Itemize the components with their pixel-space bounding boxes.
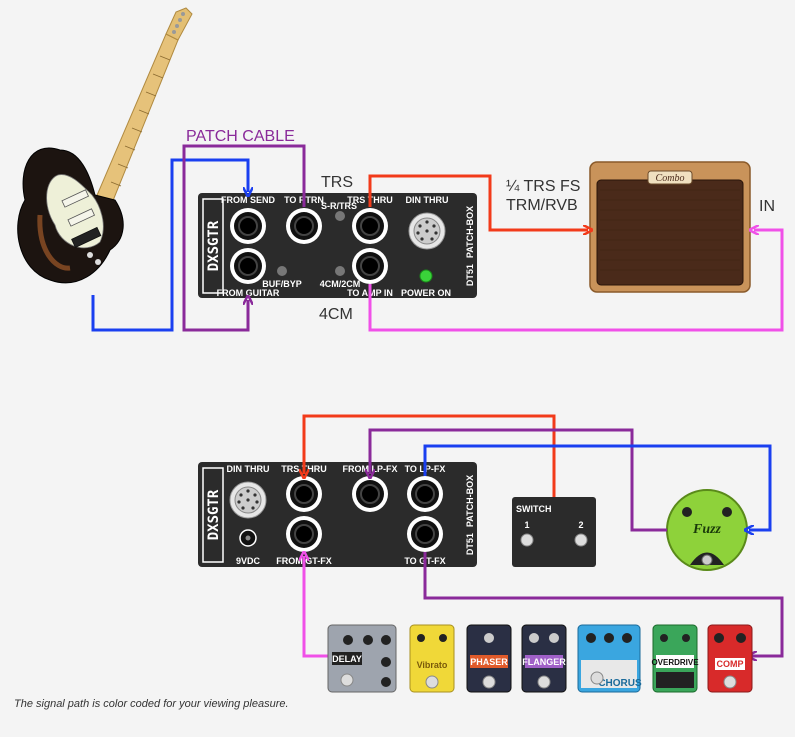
dc-jack[interactable]: [239, 529, 257, 547]
label-power-on: POWER ON: [401, 288, 451, 298]
label-patch-cable: PATCH CABLE: [186, 128, 295, 145]
label-9vdc: 9VDC: [236, 556, 261, 566]
label-trs-fs: ¼ TRS FS: [506, 178, 580, 195]
cable-red-trs: [368, 174, 588, 230]
pedal-delay: DELAY: [327, 624, 397, 693]
pedal-overdrive: OVERDRIVE: [651, 624, 699, 693]
din-thru-connector[interactable]: [408, 212, 446, 250]
switch-btn2-label: 2: [578, 520, 583, 530]
label-s-r-trs: S-R/TRS: [321, 201, 357, 211]
jack-bottom-trs-thru[interactable]: [286, 476, 322, 512]
pedal-flanger: FLANGER: [521, 624, 567, 693]
power-led: [419, 269, 433, 283]
cable-blue-guitar: [91, 158, 248, 332]
label-bottom-din-thru: DIN THRU: [227, 464, 270, 474]
amplifier-image: Combo: [589, 161, 751, 293]
label-from-guitar: FROM GUITAR: [217, 288, 280, 298]
cable-purple-gt-fx: [423, 552, 784, 656]
switch-title: SWITCH: [516, 504, 552, 514]
fuzz-pedal: Fuzz: [666, 489, 748, 571]
label-trs: TRS: [321, 174, 353, 191]
label-4cm-2cm: 4CM/2CM: [320, 279, 361, 289]
top-patch-box: DXSGTR DT51PATCH-BOX: [198, 193, 477, 298]
cable-red-switch: [304, 414, 556, 497]
amp-logo: Combo: [656, 173, 685, 184]
jack-to-amp-in[interactable]: [352, 248, 388, 284]
bottom-box-product: DT51PATCH-BOX: [465, 475, 475, 555]
pedal-delay-label: DELAY: [332, 654, 362, 664]
bottom-patch-box: DXSGTR DT51PATCH-BOX: [198, 462, 477, 567]
jack-from-send[interactable]: [230, 208, 266, 244]
switch-button-2[interactable]: [574, 533, 588, 547]
cable-purple-fuzz-return: [370, 428, 667, 532]
label-din-thru: DIN THRU: [406, 195, 449, 205]
label-from-send: FROM SEND: [221, 195, 276, 205]
pedal-flanger-label: FLANGER: [522, 657, 566, 667]
top-box-logo: DXSGTR: [206, 220, 222, 271]
bottom-box-logo: DXSGTR: [206, 489, 222, 540]
jack-to-gt-fx[interactable]: [407, 516, 443, 552]
jack-to-rtrn[interactable]: [286, 208, 322, 244]
top-box-product: DT51PATCH-BOX: [465, 206, 475, 286]
jack-from-lp-fx[interactable]: [352, 476, 388, 512]
cable-pink-gt-fx-return: [304, 556, 328, 658]
label-buf-byp: BUF/BYP: [262, 279, 302, 289]
guitar-image: [17, 7, 193, 284]
buf-byp-switch[interactable]: [277, 266, 287, 276]
label-in: IN: [759, 198, 775, 215]
jack-trs-thru[interactable]: [352, 208, 388, 244]
pedal-phaser: PHASER: [466, 624, 512, 693]
jack-from-gt-fx[interactable]: [286, 516, 322, 552]
bottom-din-thru-connector[interactable]: [229, 481, 267, 519]
jack-from-guitar[interactable]: [230, 248, 266, 284]
pedal-comp: COMP: [707, 624, 753, 693]
pedal-comp-label: COMP: [717, 659, 744, 669]
pedal-chorus-label: CHORUS: [598, 678, 642, 689]
pedal-chorus: CHORUS: [577, 624, 642, 693]
switch-button-1[interactable]: [520, 533, 534, 547]
pedal-vibrato-label: Vibrato: [417, 660, 448, 670]
pedal-overdrive-label: OVERDRIVE: [651, 658, 699, 667]
label-4cm: 4CM: [319, 306, 353, 323]
s-r-trs-switch[interactable]: [335, 211, 345, 221]
label-trm-rvb: TRM/RVB: [506, 197, 578, 214]
cable-blue-fuzz-send: [423, 444, 772, 530]
caption: The signal path is color coded for your …: [14, 698, 289, 710]
cable-pink-amp-in: [368, 230, 784, 332]
fuzz-label: Fuzz: [692, 522, 722, 537]
switch-btn1-label: 1: [524, 520, 529, 530]
pedal-phaser-label: PHASER: [470, 657, 508, 667]
footswitch: SWITCH 1 2: [512, 497, 596, 567]
cable-purple-patch: [182, 144, 306, 332]
pedal-vibrato: Vibrato: [409, 624, 455, 693]
jack-to-lp-fx[interactable]: [407, 476, 443, 512]
4cm-2cm-switch[interactable]: [335, 266, 345, 276]
